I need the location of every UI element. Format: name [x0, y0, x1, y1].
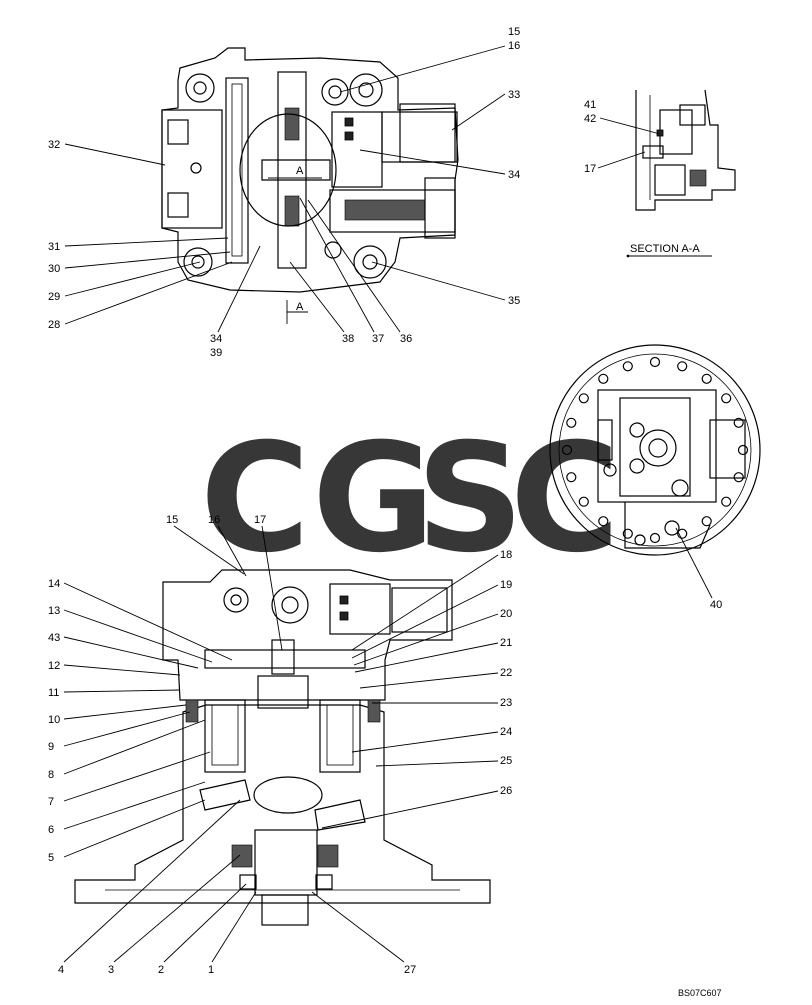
callout-7: 7: [48, 796, 54, 808]
callout-11: 11: [48, 687, 59, 699]
section-title: SECTION A-A: [630, 243, 700, 255]
callout-16-top: 16: [508, 40, 520, 52]
bolt-hole: [566, 472, 577, 483]
callout-9: 9: [48, 741, 54, 753]
bolt-hole: [649, 356, 661, 368]
section-marker-a-top: A: [296, 165, 304, 177]
bottom-section-callouts: 15 16 17 14 13 43 12 11 10 9 8 7 6 5 18 …: [48, 514, 512, 976]
callout-4: 4: [58, 964, 64, 976]
callout-24: 24: [500, 726, 512, 738]
drawing-code: BS07C607: [678, 988, 722, 998]
watermark-letter-2: G: [312, 412, 435, 586]
callout-16-bottom: 16: [208, 514, 220, 526]
callout-17-section: 17: [584, 163, 596, 175]
bolt-hole: [578, 393, 589, 404]
bolt-hole: [721, 496, 732, 507]
bolt-hole: [649, 532, 661, 544]
bolt-hole: [561, 444, 573, 456]
bolt-hole: [701, 516, 712, 527]
callout-14: 14: [48, 578, 60, 590]
section-aa-drawing: [635, 89, 736, 211]
bolt-hole: [677, 361, 688, 372]
callout-31: 31: [48, 241, 60, 253]
flange-callouts: 40: [675, 527, 722, 611]
callout-29: 29: [48, 291, 60, 303]
callout-38: 38: [342, 333, 354, 345]
callout-17-bottom: 17: [254, 514, 266, 526]
callout-22: 22: [500, 667, 512, 679]
section-marker-a-bottom: A: [296, 301, 304, 313]
watermark-letter-1: C: [200, 412, 310, 586]
bolt-hole: [622, 361, 633, 372]
callout-12: 12: [48, 660, 60, 672]
callout-3: 3: [108, 964, 114, 976]
bolt-hole: [578, 496, 589, 507]
callout-1: 1: [208, 964, 214, 976]
bottom-section-drawing: [74, 569, 491, 926]
callout-5: 5: [48, 852, 54, 864]
bolt-hole: [733, 472, 744, 483]
callout-28: 28: [48, 319, 60, 331]
callout-6: 6: [48, 824, 54, 836]
callout-10: 10: [48, 714, 60, 726]
callout-42: 42: [584, 113, 596, 125]
callout-34-right: 34: [508, 169, 520, 181]
callout-20: 20: [500, 608, 512, 620]
callout-37: 37: [372, 333, 384, 345]
bolt-hole: [598, 516, 609, 527]
callout-19: 19: [500, 579, 512, 591]
callout-15-bottom: 15: [166, 514, 178, 526]
bolt-hole: [737, 444, 749, 456]
callout-2: 2: [158, 964, 164, 976]
callout-8: 8: [48, 769, 54, 781]
bolt-hole: [622, 528, 633, 539]
callout-35: 35: [508, 295, 520, 307]
top-view-drawing: [161, 47, 459, 293]
callout-18: 18: [500, 549, 512, 561]
callout-39: 39: [210, 347, 222, 359]
bolt-hole: [566, 417, 577, 428]
callout-34-bottom: 34: [210, 333, 222, 345]
bolt-hole: [721, 393, 732, 404]
callout-25: 25: [500, 755, 512, 767]
callout-26: 26: [500, 785, 512, 797]
bolt-hole: [598, 373, 609, 384]
section-aa-callouts: 41 42 17 SECTION A-A: [584, 99, 712, 258]
top-view-callouts: 15 16 33 32 34 31 30 29 28 35 34 39 38 3…: [48, 26, 520, 359]
callout-40: 40: [710, 599, 722, 611]
flange-view-drawing: [549, 344, 761, 556]
callout-32: 32: [48, 139, 60, 151]
bolt-hole: [677, 528, 688, 539]
callout-33: 33: [508, 89, 520, 101]
bolt-hole: [733, 417, 744, 428]
callout-43: 43: [48, 632, 60, 644]
callout-21: 21: [500, 637, 512, 649]
watermark-letter-4: C: [510, 412, 620, 586]
callout-41: 41: [584, 99, 596, 111]
callout-30: 30: [48, 263, 60, 275]
callout-15-top: 15: [508, 26, 520, 38]
watermark-letter-3: S: [416, 412, 524, 586]
callout-13: 13: [48, 605, 60, 617]
watermark: C G S C: [200, 412, 620, 586]
callout-36: 36: [400, 333, 412, 345]
callout-27: 27: [404, 964, 416, 976]
bolt-hole: [701, 373, 712, 384]
callout-23: 23: [500, 697, 512, 709]
